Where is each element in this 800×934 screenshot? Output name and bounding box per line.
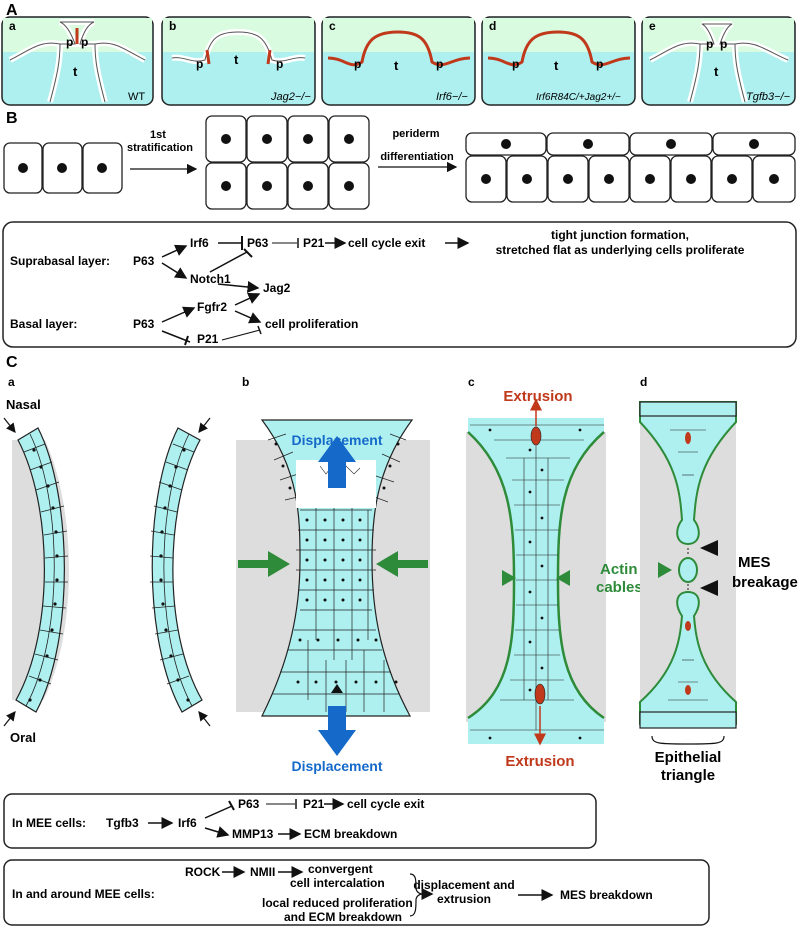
outcome-text: convergent <box>308 862 373 876</box>
section-b-label: B <box>6 110 18 127</box>
cell-cycle-exit: cell cycle exit <box>347 797 424 811</box>
panel-c-b: b Displacement Displacement <box>236 375 430 774</box>
palatal-shelf-label: p <box>354 57 361 71</box>
gene-irf6: Irf6 <box>178 816 197 830</box>
panel-letter: b <box>169 19 176 33</box>
tongue-label: t <box>394 58 399 73</box>
displacement-top: Displacement <box>291 432 382 448</box>
gene-nmii: NMII <box>250 865 275 879</box>
mes-breakdown: MES breakdown <box>560 888 653 902</box>
outcome-text: displacement and <box>413 878 514 892</box>
single-layer-cells <box>3 142 123 194</box>
palatal-shelf-label: p <box>276 57 283 71</box>
suprabasal-label: Suprabasal layer: <box>10 254 110 268</box>
gene-rock: ROCK <box>185 865 221 879</box>
panel-a-wt: a p p t WT <box>1 16 154 106</box>
gene-p21: P21 <box>197 332 219 346</box>
section-c-label: C <box>6 354 18 371</box>
basal-label: Basal layer: <box>10 317 77 331</box>
mes-label: breakage <box>732 574 798 591</box>
gene-tgfb3: Tgfb3 <box>106 816 139 830</box>
actin-label: cables <box>596 579 643 596</box>
step-label: stratification <box>127 142 193 154</box>
gene-fgfr2: Fgfr2 <box>197 300 227 314</box>
genotype-label: Jag2−/− <box>270 91 311 103</box>
tongue-label: t <box>73 64 78 79</box>
nasal-label: Nasal <box>6 397 41 412</box>
outcome-text: and ECM breakdown <box>284 910 402 924</box>
panel-letter: e <box>649 19 656 33</box>
panel-c-d: d MES breakage Epithelial triangle <box>639 375 798 784</box>
panel-letter: a <box>9 19 16 33</box>
genotype-label: Tgfb3−/− <box>746 91 791 103</box>
panel-letter: c <box>329 19 336 33</box>
panel-c-irf6: c p p t Irf6−/− <box>321 16 476 106</box>
displacement-bottom: Displacement <box>291 758 382 774</box>
mes-breakdown-box: In and around MEE cells: ROCK NMII conve… <box>3 859 710 926</box>
outcome-text: tight junction formation, <box>551 228 689 242</box>
gene-p21: P21 <box>303 236 325 250</box>
palatal-shelf-label: p <box>66 35 73 49</box>
outcome-text: local reduced proliferation <box>262 896 413 910</box>
panel-letter: b <box>242 375 249 389</box>
step-label: periderm <box>392 128 439 140</box>
panel-b-jag2: b p p t Jag2−/− <box>161 16 316 106</box>
step-label: 1st <box>150 129 166 141</box>
oral-label: Oral <box>10 730 36 745</box>
tongue-label: t <box>554 58 559 73</box>
outcome-text: extrusion <box>437 892 491 906</box>
gene-p21: P21 <box>303 797 325 811</box>
gene-p63: P63 <box>238 797 260 811</box>
panel-c-a: a Nasal Oral <box>3 375 212 745</box>
gene-jag2: Jag2 <box>263 281 291 295</box>
palatal-shelf-label: p <box>512 57 519 71</box>
panel-letter: c <box>468 375 475 389</box>
panel-d-irf6-jag2: d p p t Irf6R84C/+Jag2+/− <box>481 16 636 106</box>
gene-mmp13: MMP13 <box>232 827 274 841</box>
tongue-label: t <box>714 64 719 79</box>
mes-label: MES <box>738 554 771 571</box>
genotype-label: Irf6R84C/+Jag2+/− <box>536 92 621 103</box>
step-label: differentiation <box>380 151 454 163</box>
palatal-shelf-label: p <box>596 57 603 71</box>
gene-irf6: Irf6 <box>190 236 209 250</box>
panel-letter: d <box>640 375 647 389</box>
pathway-box: Suprabasal layer: Basal layer: P63 Irf6 … <box>2 221 797 348</box>
mee-pathway-box: In MEE cells: Tgfb3 Irf6 P63 P21 cell cy… <box>3 793 597 849</box>
ecm-breakdown: ECM breakdown <box>304 827 397 841</box>
panel-letter: a <box>8 375 15 389</box>
triangle-label: Epithelial <box>655 749 722 766</box>
palatal-shelf-label: p <box>81 35 88 49</box>
section-a-label: A <box>6 2 18 19</box>
extrusion-bottom: Extrusion <box>505 753 574 770</box>
gene-p63: P63 <box>133 254 155 268</box>
box-lead: In and around MEE cells: <box>12 887 155 901</box>
gene-notch1: Notch1 <box>190 272 231 286</box>
cell-cycle-exit: cell cycle exit <box>348 236 425 250</box>
palatal-shelf-label: p <box>706 37 713 51</box>
box-lead: In MEE cells: <box>12 816 86 830</box>
triangle-label: triangle <box>661 767 715 784</box>
palatal-shelf-label: p <box>436 57 443 71</box>
palatal-shelf-label: p <box>720 37 727 51</box>
genotype-label: Irf6−/− <box>436 91 468 103</box>
panel-e-tgfb3: e p p t Tgfb3−/− <box>641 16 796 106</box>
panel-letter: d <box>489 19 496 33</box>
outcome-text: stretched flat as underlying cells proli… <box>496 243 745 257</box>
panel-c-c: c Extrusion Extrusion Actin cables <box>466 375 643 770</box>
actin-label: Actin <box>600 561 638 578</box>
cell-proliferation: cell proliferation <box>265 317 358 331</box>
gene-p63: P63 <box>133 317 155 331</box>
genotype-label: WT <box>128 91 145 103</box>
tongue-label: t <box>234 52 239 67</box>
outcome-text: cell intercalation <box>290 876 385 890</box>
bilayer-cells <box>205 115 370 210</box>
palatal-shelf-label: p <box>196 57 203 71</box>
periderm-cells <box>465 132 796 203</box>
extrusion-top: Extrusion <box>503 388 572 405</box>
gene-p63: P63 <box>247 236 269 250</box>
